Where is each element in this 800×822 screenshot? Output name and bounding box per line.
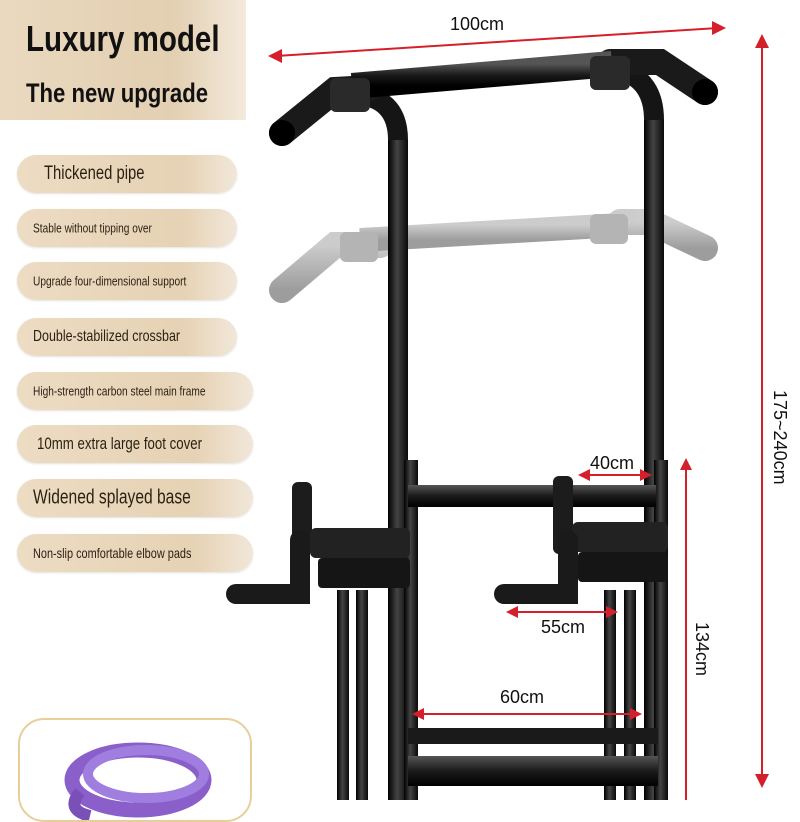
handle-spacing-label: 55cm xyxy=(541,617,586,637)
dip-height-label: 134cm xyxy=(692,622,712,677)
feature-pill-3: Upgrade four-dimensional support xyxy=(17,262,237,300)
feature-pill-8: Non-slip comfortable elbow pads xyxy=(17,534,253,572)
main-uprights xyxy=(358,60,668,800)
feature-label: Upgrade four-dimensional support xyxy=(33,273,187,289)
feature-pill-2: Stable without tipping over xyxy=(17,209,237,247)
dimension-lines xyxy=(268,21,769,800)
rear-legs xyxy=(337,590,636,800)
feature-label: Thickened pipe xyxy=(44,163,145,184)
header-banner: Luxury model The new upgrade xyxy=(0,0,246,120)
model-title: Luxury model xyxy=(26,18,220,59)
feature-pill-1: Thickened pipe xyxy=(17,155,237,193)
feature-label: Non-slip comfortable elbow pads xyxy=(33,545,192,561)
height-range-label: 175~240cm xyxy=(770,390,790,485)
feature-pill-4: Double-stabilized crossbar xyxy=(17,318,237,356)
feature-pill-7: Widened splayed base xyxy=(17,479,253,517)
dip-station-left xyxy=(226,482,410,604)
pullup-bar xyxy=(269,49,718,146)
feature-pill-5: High-strength carbon steel main frame xyxy=(17,372,253,410)
feature-label: Stable without tipping over xyxy=(33,220,152,236)
feature-label: Widened splayed base xyxy=(33,486,191,509)
bottom-rungs xyxy=(408,728,658,786)
dip-spacing-label: 40cm xyxy=(590,453,635,473)
feature-label: Double-stabilized crossbar xyxy=(33,328,181,345)
middle-crossbar xyxy=(408,485,656,507)
feature-pill-6: 10mm extra large foot cover xyxy=(17,425,253,463)
dip-station-right xyxy=(494,476,668,604)
feature-label: High-strength carbon steel main frame xyxy=(33,383,206,399)
model-subtitle: The new upgrade xyxy=(26,78,209,108)
power-tower-diagram xyxy=(226,21,769,800)
base-width-label: 60cm xyxy=(500,687,545,707)
top-width-label: 100cm xyxy=(450,14,505,34)
feature-label: 10mm extra large foot cover xyxy=(37,434,203,453)
adjusted-pullup-bar-ghost xyxy=(269,209,718,303)
